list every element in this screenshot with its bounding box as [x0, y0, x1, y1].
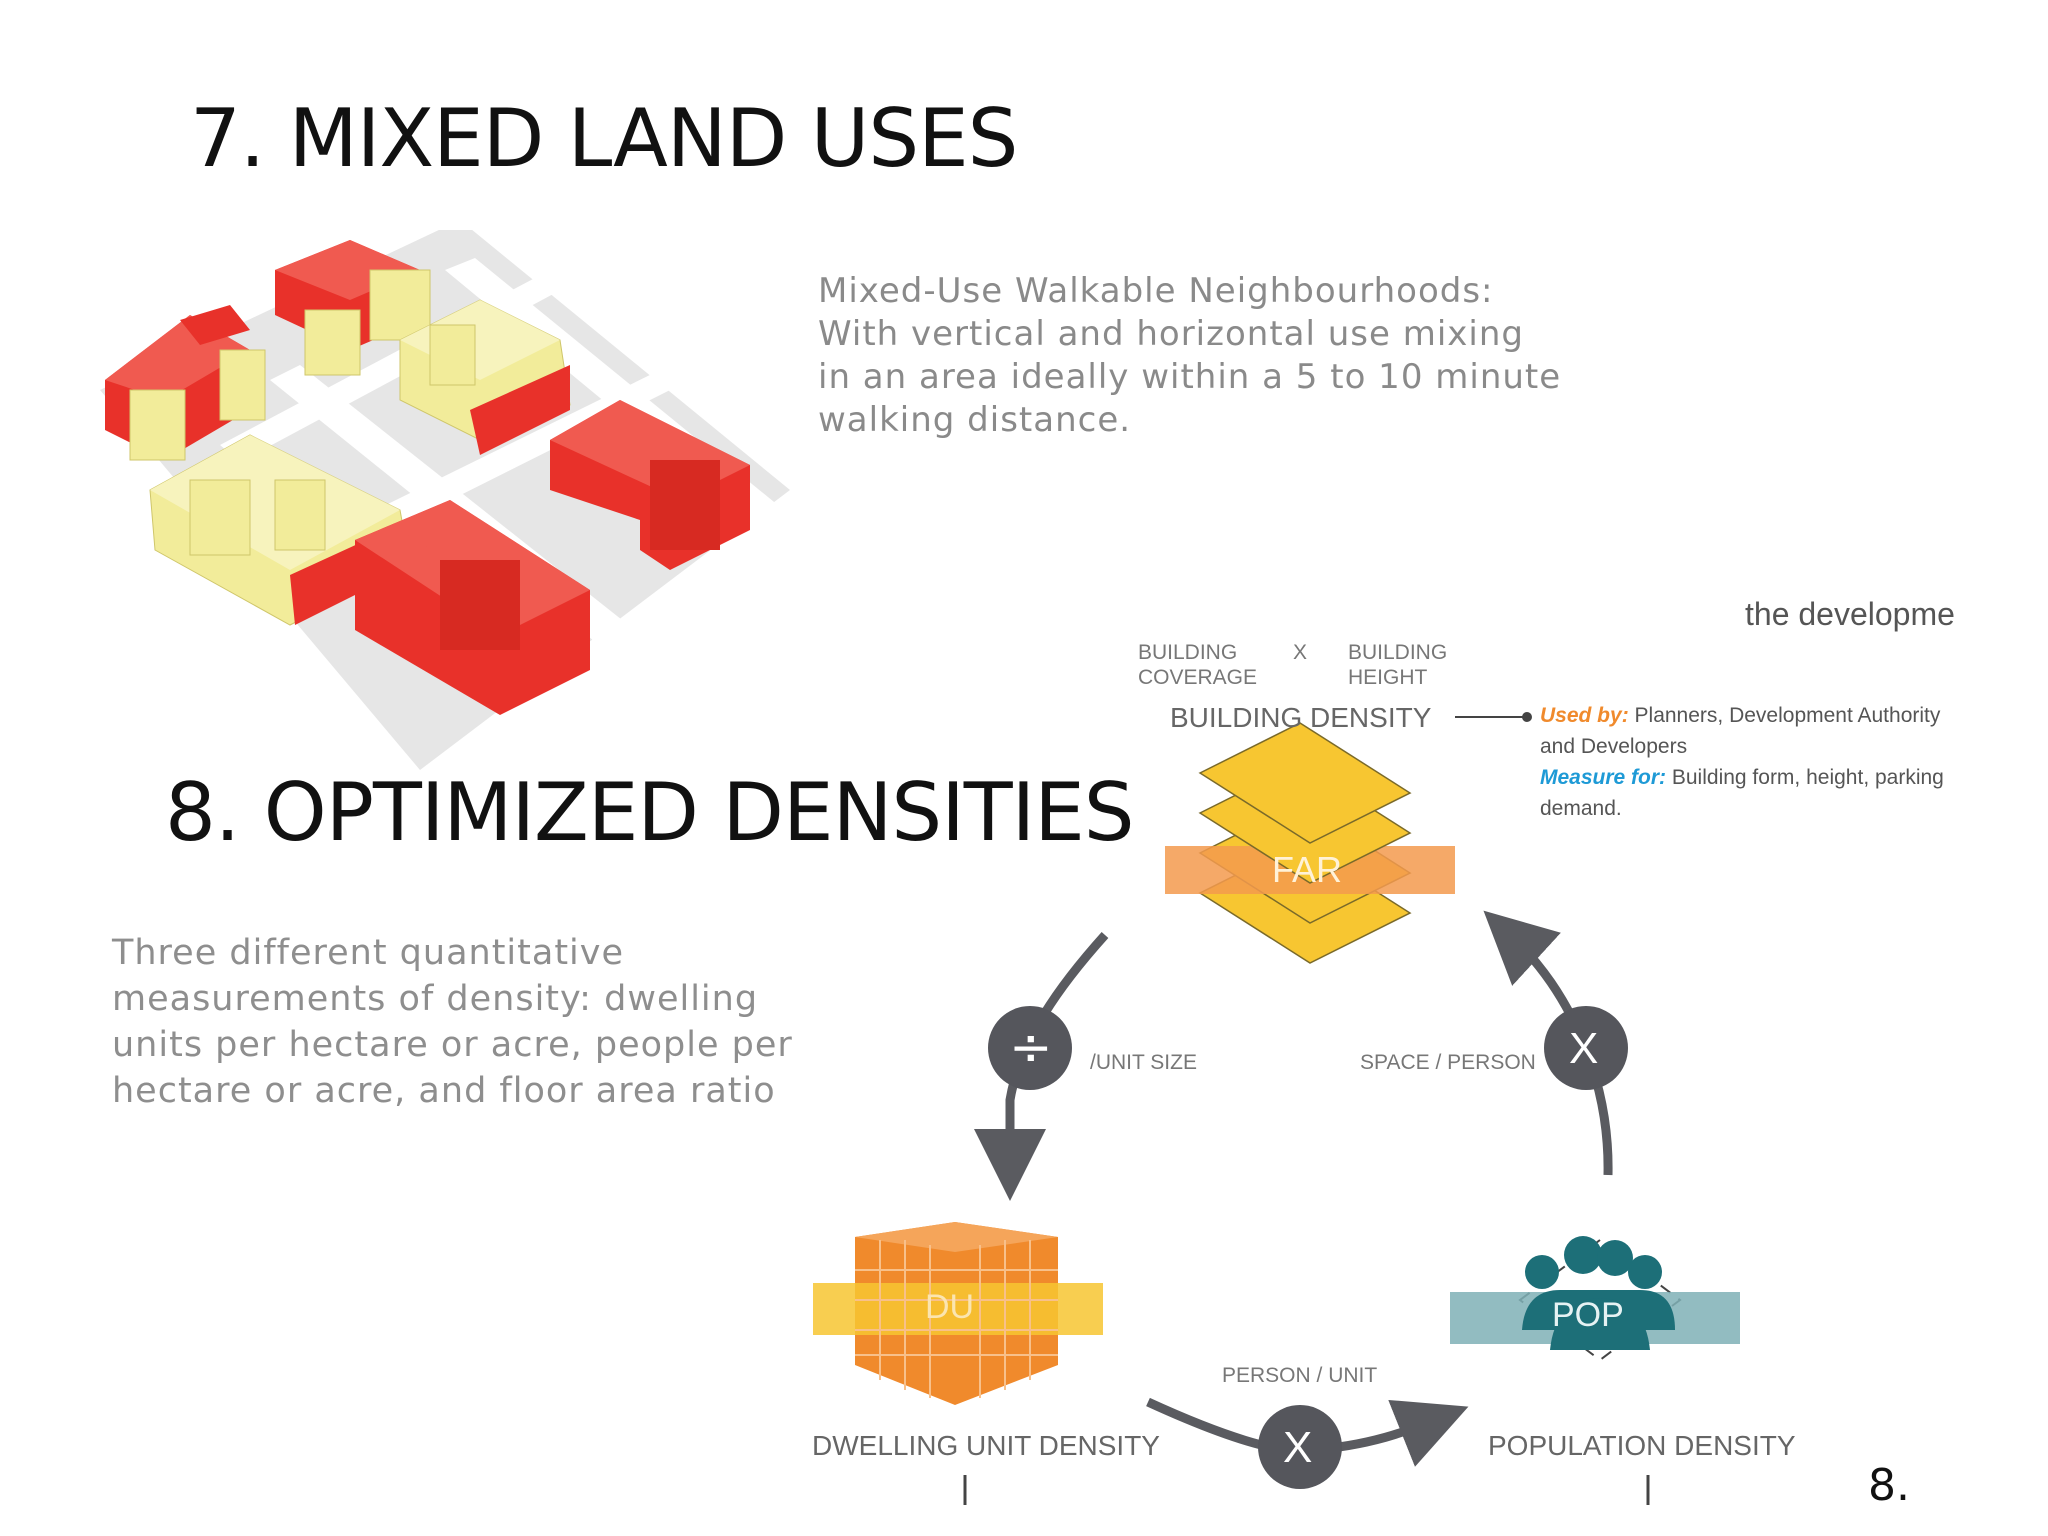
density-desc-line: measurements of density: dwelling	[112, 979, 759, 1019]
mixed-desc-line: in an area ideally within a 5 to 10 minu…	[818, 357, 1562, 397]
pop-people-icon	[1450, 1236, 1740, 1362]
right-times-symbol: X	[1569, 1024, 1599, 1073]
pop-label: POP	[1552, 1296, 1624, 1334]
development-caption: the developme	[1745, 596, 1955, 632]
dwelling-unit-density-label: DWELLING UNIT DENSITY	[812, 1430, 1160, 1461]
usage-info: Used by: Planners, Development Authority…	[1540, 700, 1960, 824]
bottom-times-circle	[1258, 1405, 1342, 1489]
mixed-desc-line: Mixed-Use Walkable Neighbourhoods:	[818, 271, 1494, 311]
measure-for-key: Measure for:	[1540, 766, 1667, 789]
section-8-title: 8. OPTIMIZED DENSITIES	[165, 766, 1135, 859]
mixed-desc-line: With vertical and horizontal use mixing	[818, 314, 1525, 354]
du-band	[813, 1283, 1103, 1335]
block-top-right	[399, 299, 571, 455]
density-description: Three different quantitative measurement…	[112, 930, 793, 1114]
times-symbol-top: X	[1293, 641, 1308, 664]
building-density-label: BUILDING DENSITY	[1170, 702, 1432, 733]
unit-size-label: /UNIT SIZE	[1090, 1051, 1197, 1074]
block-top-left	[105, 305, 266, 461]
du-cube-icon	[813, 1222, 1103, 1405]
divide-symbol: ÷	[1009, 1018, 1053, 1078]
building-height-line: BUILDING	[1348, 641, 1448, 664]
building-height-label: BUILDING HEIGHT	[1348, 640, 1447, 690]
measure-for-value: Building form, height, parking demand.	[1540, 766, 1944, 820]
section-7-title: 7. MIXED LAND USES	[190, 92, 1018, 185]
block-right	[550, 400, 750, 570]
block-bottom	[355, 500, 590, 715]
density-desc-line: hectare or acre, and floor area ratio	[112, 1071, 776, 1111]
divide-circle	[988, 1006, 1072, 1090]
page-number: 8.	[1868, 1460, 1910, 1511]
mixed-desc-line: walking distance.	[818, 400, 1132, 440]
bottom-times-symbol: X	[1283, 1423, 1313, 1472]
mixed-use-description: Mixed-Use Walkable Neighbourhoods: With …	[818, 270, 1561, 442]
space-person-label: SPACE / PERSON	[1360, 1051, 1536, 1074]
building-coverage-label: BUILDING COVERAGE	[1138, 640, 1257, 690]
population-density-label: POPULATION DENSITY	[1488, 1430, 1796, 1461]
person-unit-label: PERSON / UNIT	[1222, 1364, 1378, 1387]
building-coverage-line: BUILDING	[1138, 641, 1238, 664]
far-label: FAR	[1272, 849, 1343, 890]
du-label: DU	[925, 1288, 975, 1326]
mixed-use-blocks-illustration	[100, 230, 790, 770]
building-height-line: HEIGHT	[1348, 666, 1428, 689]
density-desc-line: Three different quantitative	[112, 933, 625, 973]
block-top-middle	[275, 240, 431, 376]
info-connector-dot	[1522, 712, 1532, 722]
building-coverage-line: COVERAGE	[1138, 666, 1258, 689]
used-by-key: Used by:	[1540, 704, 1629, 727]
density-desc-line: units per hectare or acre, people per	[112, 1025, 793, 1065]
used-by-value: Planners, Development Authority and Deve…	[1540, 704, 1941, 758]
right-times-circle	[1544, 1006, 1628, 1090]
far-layers-icon	[1165, 722, 1455, 964]
